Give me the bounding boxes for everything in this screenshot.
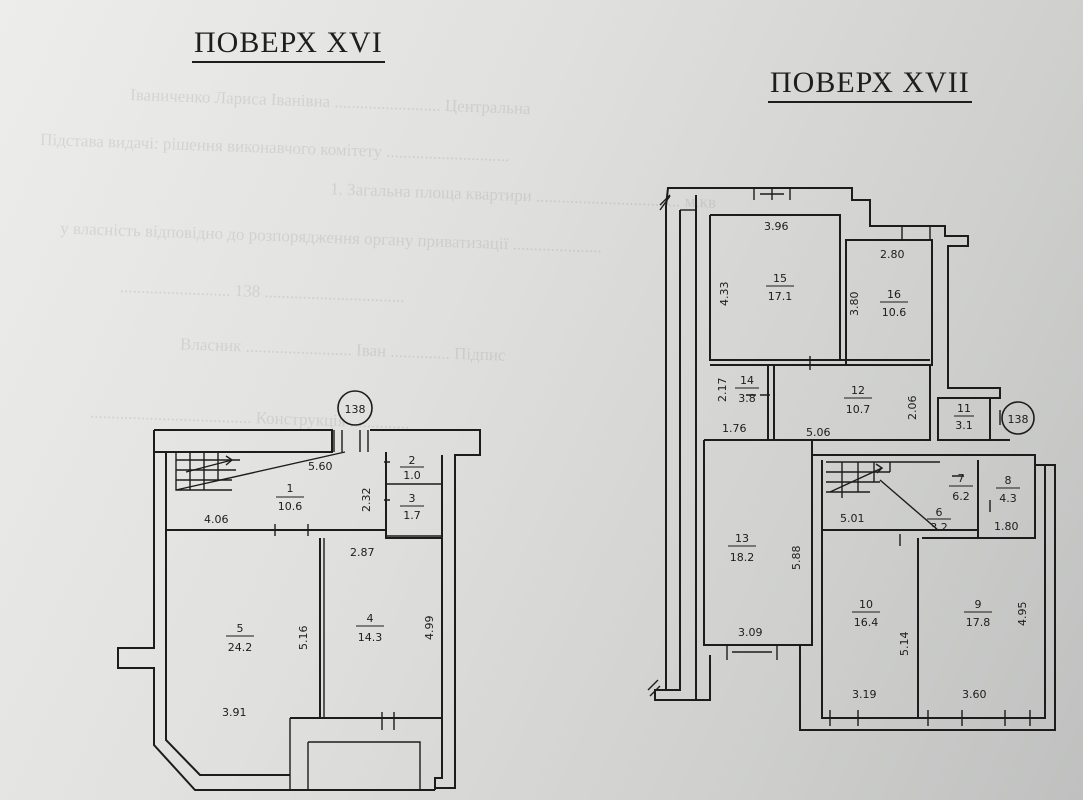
room-2: 2 1.0 bbox=[400, 454, 424, 482]
floor-title-17: ПОВЕРХ XVII bbox=[768, 66, 972, 103]
svg-text:13: 13 bbox=[735, 532, 749, 545]
svg-text:1.0: 1.0 bbox=[403, 469, 421, 482]
dim-2.06: 2.06 bbox=[906, 396, 919, 421]
svg-text:10.6: 10.6 bbox=[882, 306, 907, 319]
svg-text:1: 1 bbox=[287, 482, 294, 495]
dim-5.60: 5.60 bbox=[308, 460, 333, 473]
dim-2.80: 2.80 bbox=[880, 248, 905, 261]
svg-text:16.4: 16.4 bbox=[854, 616, 879, 629]
svg-text:4.3: 4.3 bbox=[999, 492, 1017, 505]
room-14: 14 3.8 bbox=[735, 374, 759, 405]
svg-text:10.6: 10.6 bbox=[278, 500, 303, 513]
floor-17-plan bbox=[647, 187, 1056, 731]
dim-3.09: 3.09 bbox=[738, 626, 763, 639]
apartment-marker-xvi: 138 bbox=[345, 403, 366, 416]
room-8: 8 4.3 bbox=[996, 474, 1020, 505]
svg-text:6: 6 bbox=[936, 506, 943, 519]
svg-text:14: 14 bbox=[740, 374, 754, 387]
svg-text:6.2: 6.2 bbox=[952, 490, 970, 503]
dim-3.96: 3.96 bbox=[764, 220, 789, 233]
svg-text:17.1: 17.1 bbox=[768, 290, 793, 303]
svg-text:15: 15 bbox=[773, 272, 787, 285]
dim-5.16: 5.16 bbox=[297, 626, 310, 651]
dim-4.99: 4.99 bbox=[423, 616, 436, 641]
room-13: 13 18.2 bbox=[728, 532, 756, 564]
dim-1.80: 1.80 bbox=[994, 520, 1019, 533]
room-6: 6 3.2 bbox=[927, 506, 951, 534]
dim-3.80: 3.80 bbox=[848, 292, 861, 317]
svg-text:3: 3 bbox=[409, 492, 416, 505]
room-7: 7 6.2 bbox=[949, 472, 973, 503]
svg-text:7: 7 bbox=[958, 472, 965, 485]
floor-title-16: ПОВЕРХ XVI bbox=[192, 26, 385, 63]
dim-4.95: 4.95 bbox=[1016, 602, 1029, 627]
room-9: 9 17.8 bbox=[964, 598, 992, 629]
dim-5.14: 5.14 bbox=[898, 632, 911, 657]
svg-text:3.1: 3.1 bbox=[955, 419, 973, 432]
svg-text:24.2: 24.2 bbox=[228, 641, 253, 654]
svg-text:10: 10 bbox=[859, 598, 873, 611]
room-16: 16 10.6 bbox=[880, 288, 908, 319]
dim-2.17: 2.17 bbox=[716, 378, 729, 403]
svg-text:1.7: 1.7 bbox=[403, 509, 421, 522]
svg-text:3.8: 3.8 bbox=[738, 392, 756, 405]
svg-text:11: 11 bbox=[957, 402, 971, 415]
dim-1.76: 1.76 bbox=[722, 422, 747, 435]
svg-text:8: 8 bbox=[1005, 474, 1012, 487]
dim-3.19: 3.19 bbox=[852, 688, 877, 701]
dim-3.60: 3.60 bbox=[962, 688, 987, 701]
room-5: 5 24.2 bbox=[226, 622, 254, 654]
room-4: 4 14.3 bbox=[356, 612, 384, 644]
floor-16-plan bbox=[117, 429, 481, 791]
dim-4.06: 4.06 bbox=[204, 513, 229, 526]
svg-text:12: 12 bbox=[851, 384, 865, 397]
dim-2.32: 2.32 bbox=[360, 488, 373, 513]
room-15: 15 17.1 bbox=[766, 272, 794, 303]
svg-text:2: 2 bbox=[409, 454, 416, 467]
apartment-marker-xvii: 138 bbox=[1008, 413, 1029, 426]
dim-5.06: 5.06 bbox=[806, 426, 831, 439]
room-11: 11 3.1 bbox=[954, 402, 974, 432]
dim-4.33: 4.33 bbox=[718, 282, 731, 307]
dim-5.01: 5.01 bbox=[840, 512, 865, 525]
dim-2.87: 2.87 bbox=[350, 546, 375, 559]
svg-text:10.7: 10.7 bbox=[846, 403, 871, 416]
dim-3.91: 3.91 bbox=[222, 706, 247, 719]
svg-text:4: 4 bbox=[367, 612, 374, 625]
svg-text:18.2: 18.2 bbox=[730, 551, 755, 564]
svg-text:9: 9 bbox=[975, 598, 982, 611]
svg-text:3.2: 3.2 bbox=[930, 521, 948, 534]
room-10: 10 16.4 bbox=[852, 598, 880, 629]
svg-text:17.8: 17.8 bbox=[966, 616, 991, 629]
svg-text:5: 5 bbox=[237, 622, 244, 635]
svg-text:14.3: 14.3 bbox=[358, 631, 383, 644]
room-3: 3 1.7 bbox=[400, 492, 424, 522]
room-12: 12 10.7 bbox=[844, 384, 872, 416]
dim-5.88: 5.88 bbox=[790, 546, 803, 571]
svg-text:16: 16 bbox=[887, 288, 901, 301]
room-1: 1 10.6 bbox=[276, 482, 304, 513]
